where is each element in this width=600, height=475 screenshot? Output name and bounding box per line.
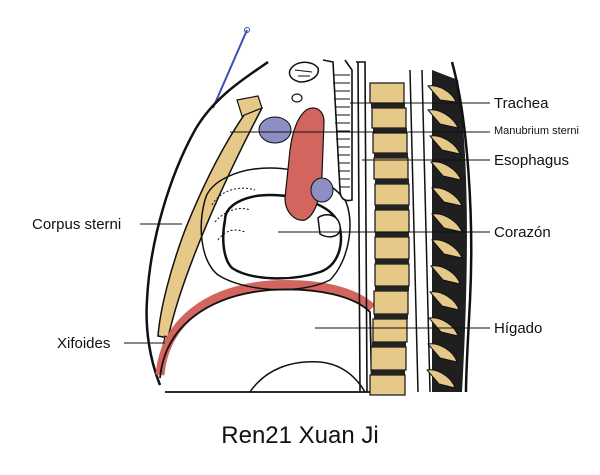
liver-outline [159,288,373,393]
spinal-canal [409,69,431,393]
label-esophagus: Esophagus [494,152,570,169]
neck-vessel [291,93,303,103]
label-corazon: Corazón [494,224,551,241]
esophagus-tube [356,61,368,393]
label-higado: Hígado [494,320,543,337]
trachea-tube [322,59,353,202]
pericardium [200,167,351,291]
label-trachea: Trachea [494,95,549,112]
anatomy-diagram [124,27,490,396]
sternum [157,98,263,339]
label-corpus-sterni: Corpus sterni [32,216,122,233]
body-outline-back [450,61,473,393]
lung-tissue [211,187,256,241]
pulmonary-artery [310,177,334,203]
leader-lines [124,102,490,344]
needle-head [244,27,250,33]
body-outline-front [145,60,269,386]
liver-inner [249,361,366,393]
hyoid-bone [288,61,320,83]
trachea-rings [333,74,350,188]
vertebral-column [369,82,410,396]
intervertebral-discs [371,103,409,375]
heart-outline [222,193,343,280]
label-xifoides: Xifoides [57,335,111,352]
brachiocephalic-vein [258,116,292,144]
diagram-caption: Ren21 Xuan Ji [221,422,379,449]
diaphragm-arc [155,279,376,376]
needle [212,29,248,109]
label-manubrium-sterni: Manubrium sterni [494,125,579,137]
left-atrium [317,213,341,238]
manubrium [236,95,263,117]
hyoid-detail [294,69,313,77]
spinous-processes [426,85,463,389]
